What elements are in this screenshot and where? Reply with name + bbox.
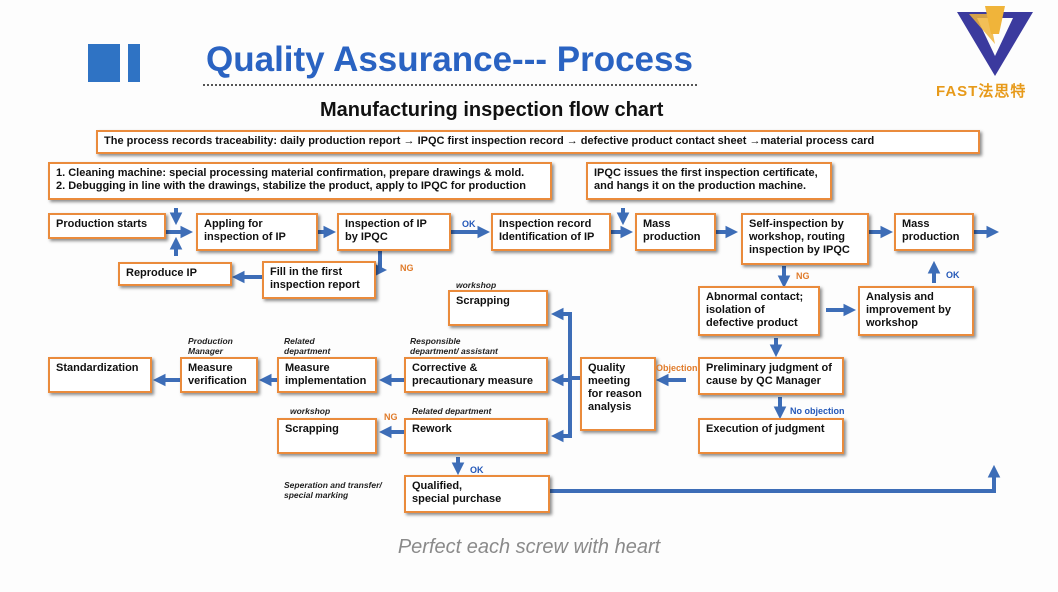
objection-tag: Objection — [656, 363, 698, 373]
ng-tag-2: NG — [796, 271, 810, 281]
traceability-box: The process records traceability: daily … — [96, 130, 980, 154]
scrapping-box-bottom: Scrapping — [277, 418, 377, 454]
title-accent-block — [88, 44, 120, 82]
execution-judgment-box: Execution of judgment — [698, 418, 844, 454]
workshop-label-bottom: workshop — [290, 406, 331, 416]
inspection-record-box: Inspection record Identification of IP — [491, 213, 611, 251]
production-manager-label: Production Manager — [188, 336, 233, 356]
footer-slogan: Perfect each screw with heart — [397, 536, 661, 558]
logo-text: FAST法思特 — [936, 83, 1027, 100]
ipqc-certificate-box: IPQC issues the first inspection certifi… — [586, 162, 832, 200]
qualified-purchase-box: Qualified, special purchase — [404, 475, 550, 513]
no-objection-tag: No objection — [790, 406, 845, 416]
inspection-ip-box: Inspection of IP by IPQC — [337, 213, 451, 251]
ok-tag-1: OK — [462, 219, 476, 229]
rework-box: Rework — [404, 418, 548, 454]
measure-verification-box: Measure verification — [180, 357, 258, 393]
separation-label: Seperation and transfer/ special marking — [284, 480, 382, 500]
scrapping-box-top: Scrapping — [448, 290, 548, 326]
appling-inspection-box: Appling for inspection of IP — [196, 213, 318, 251]
analysis-improvement-box: Analysis and improvement by workshop — [858, 286, 974, 336]
preliminary-judgment-box: Preliminary judgment of cause by QC Mana… — [698, 357, 844, 395]
title-accent-bar — [128, 44, 140, 82]
ng-tag-1: NG — [400, 263, 414, 273]
ok-tag-2: OK — [946, 270, 960, 280]
workshop-label-top: workshop — [456, 280, 497, 290]
corrective-measure-box: Corrective & precautionary measure — [404, 357, 548, 393]
self-inspection-box: Self-inspection by workshop, routing ins… — [741, 213, 869, 265]
mass-production-box-1: Mass production — [635, 213, 716, 251]
related-department-label-1: Related department — [284, 336, 331, 356]
abnormal-contact-box: Abnormal contact; isolation of defective… — [698, 286, 820, 336]
quality-meeting-box: Quality meeting for reason analysis — [580, 357, 656, 431]
mass-production-box-2: Mass production — [894, 213, 974, 251]
chart-subtitle: Manufacturing inspection flow chart — [320, 99, 664, 121]
ng-tag-3: NG — [384, 412, 398, 422]
responsible-department-label: Responsible department/ assistant — [410, 336, 498, 356]
standardization-box: Standardization — [48, 357, 152, 393]
page-title: Quality Assurance--- Process — [206, 40, 693, 79]
title-underline — [203, 84, 697, 86]
ok-tag-3: OK — [470, 465, 484, 475]
production-starts-box: Production starts — [48, 213, 166, 239]
fill-first-report-box: Fill in the first inspection report — [262, 261, 376, 299]
reproduce-ip-box: Reproduce IP — [118, 262, 232, 286]
measure-implementation-box: Measure implementation — [277, 357, 377, 393]
fast-logo-icon — [957, 6, 1033, 76]
preparation-notes-box: 1. Cleaning machine: special processing … — [48, 162, 552, 200]
related-department-label-2: Related department — [412, 406, 492, 416]
